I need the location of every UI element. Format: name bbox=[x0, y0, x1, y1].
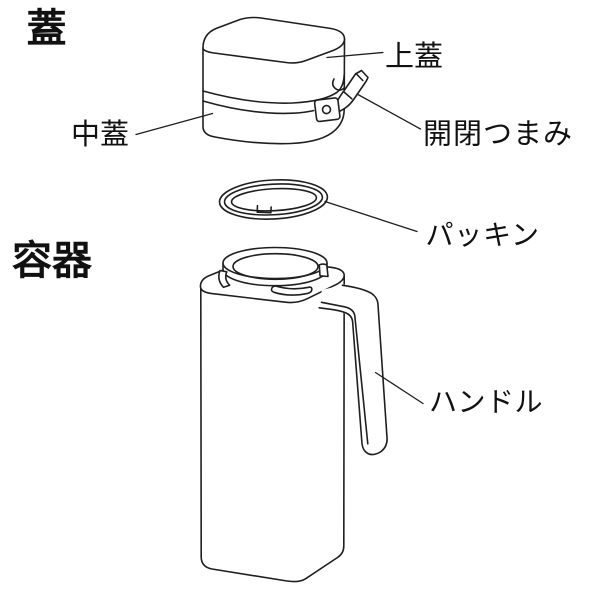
latch-pin-hole bbox=[321, 104, 332, 115]
collar-right-tab bbox=[318, 263, 329, 278]
leader-lines bbox=[135, 51, 424, 405]
lid-diagram bbox=[202, 16, 369, 145]
lid-body-outline bbox=[202, 38, 346, 145]
collar-opening bbox=[232, 252, 319, 281]
packing-ring bbox=[218, 178, 329, 220]
knob-lever-tip-edge bbox=[355, 72, 364, 82]
label-handle: ハンドル bbox=[429, 386, 543, 419]
open-close-knob-lever bbox=[335, 69, 369, 113]
latch-plate bbox=[313, 97, 341, 123]
section-title-lid: 蓋 bbox=[27, 6, 67, 52]
packing-inner-ring bbox=[230, 187, 318, 212]
leader-middle-lid bbox=[135, 112, 214, 136]
label-packing: パッキン bbox=[426, 219, 540, 252]
handle-inner-edge bbox=[320, 301, 369, 445]
shoulder-front-slot bbox=[270, 285, 313, 296]
leader-upper-lid bbox=[326, 51, 384, 59]
section-title-container: 容器 bbox=[12, 238, 93, 284]
label-open-close-knob: 開閉つまみ bbox=[423, 117, 573, 151]
lid-notch bbox=[331, 78, 345, 91]
container-body-outline bbox=[200, 275, 345, 583]
leader-handle bbox=[374, 371, 424, 405]
packing-tab bbox=[256, 204, 272, 214]
handle bbox=[317, 284, 390, 457]
shoulder-left-notch bbox=[218, 269, 231, 289]
handle-outline bbox=[318, 284, 388, 456]
label-middle-lid: 中蓋 bbox=[71, 117, 129, 151]
handle-mask bbox=[317, 284, 390, 457]
lid-seam-upper bbox=[202, 73, 345, 104]
lid-top-face bbox=[202, 16, 346, 64]
leader-open-close-knob bbox=[356, 93, 422, 130]
container-diagram bbox=[199, 246, 390, 583]
label-upper-lid: 上蓋 bbox=[385, 39, 443, 73]
packing-mid-ring bbox=[223, 183, 324, 216]
knob-lever-fold bbox=[342, 90, 353, 100]
knob-lever-blade bbox=[335, 69, 369, 113]
leader-packing bbox=[324, 200, 418, 233]
lid-seam-lower bbox=[202, 100, 315, 115]
container-neck-collar bbox=[222, 246, 329, 287]
